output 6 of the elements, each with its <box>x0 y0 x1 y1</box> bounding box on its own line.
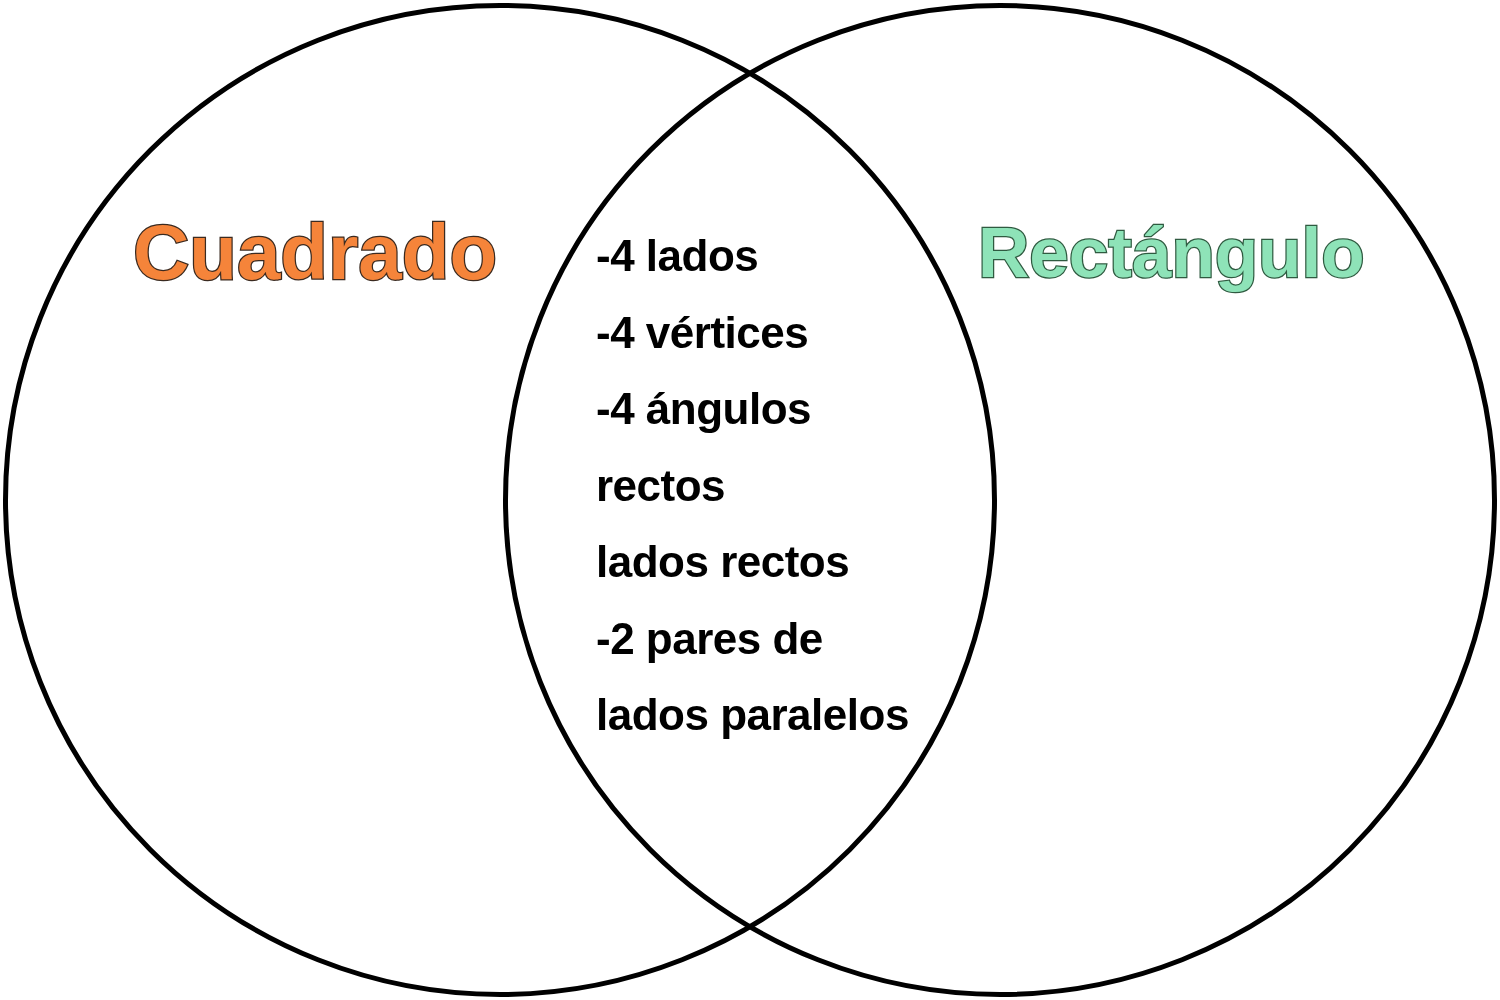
shared-property-text: lados rectos <box>596 536 851 588</box>
shared-property-text: -4 lados <box>596 230 760 282</box>
set-title: Rectángulo <box>978 212 1365 294</box>
shared-property-text: -4 vértices <box>596 306 810 359</box>
set-title: Cuadrado <box>133 208 498 298</box>
shared-property-text: -2 pares de lados paralelos <box>596 612 910 741</box>
